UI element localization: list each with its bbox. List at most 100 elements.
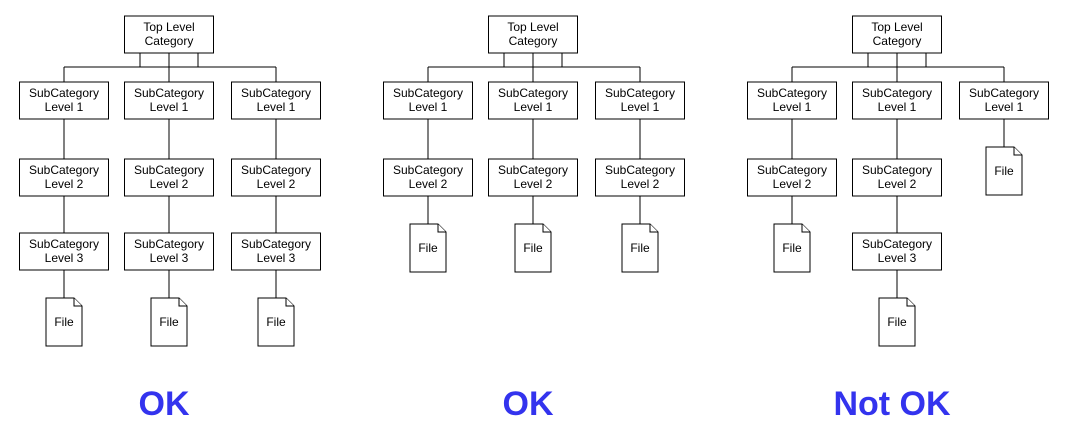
subcategory-level-1-box-label-line-1: SubCategory	[757, 86, 827, 100]
subcategory-level-2-box-label-line-2: Level 2	[150, 177, 189, 191]
subcategory-level-1-box-frame	[124, 81, 214, 120]
subcategory-level-2-box-label-line-1: SubCategory	[241, 163, 311, 177]
subcategory-level-1-box-frame	[852, 81, 942, 120]
subcategory-level-3-box-frame	[124, 232, 214, 271]
subcategory-level-3-box-label-line-1: SubCategory	[134, 237, 204, 251]
subcategory-level-2-box-frame	[383, 158, 473, 197]
subcategory-level-3-box-label-line-1: SubCategory	[862, 237, 932, 251]
file-fold-icon	[906, 298, 915, 307]
subcategory-level-1-box-label-line-1: SubCategory	[29, 86, 99, 100]
file-fold-icon	[437, 224, 446, 233]
subcategory-level-1-box-label-line-1: SubCategory	[498, 86, 568, 100]
file-icon	[45, 297, 83, 347]
subcategory-level-1-box-label-line-2: Level 1	[257, 100, 296, 114]
top-level-category-box-label-line-1: Top Level	[871, 20, 922, 34]
subcategory-level-2-box-frame	[747, 158, 837, 197]
file-icon	[150, 297, 188, 347]
file-label: File	[54, 315, 74, 329]
subcategory-level-2-box-label-line-1: SubCategory	[134, 163, 204, 177]
file-node: File	[150, 297, 188, 347]
subcategory-level-1-box-label-line-2: Level 1	[621, 100, 660, 114]
file-label: File	[159, 315, 179, 329]
file-node: File	[773, 223, 811, 273]
subcategory-level-1-box-label-line-1: SubCategory	[393, 86, 463, 100]
subcategory-level-3-box-label-line-2: Level 3	[257, 251, 296, 265]
top-level-category-box-label-line-1: Top Level	[507, 20, 558, 34]
top-level-category-box-label-line-1: Top Level	[143, 20, 194, 34]
file-fold-icon	[285, 298, 294, 307]
subcategory-level-1-box-label-line-2: Level 1	[878, 100, 917, 114]
subcategory-level-1-box-label-line-2: Level 1	[45, 100, 84, 114]
file-icon	[409, 223, 447, 273]
subcategory-level-1-box-frame	[383, 81, 473, 120]
top-level-category-box-frame	[488, 15, 578, 54]
subcategory-level-1-box-label-line-2: Level 1	[514, 100, 553, 114]
subcategory-level-2-box-label-line-1: SubCategory	[498, 163, 568, 177]
file-node: File	[45, 297, 83, 347]
verdict-label: Not OK	[833, 385, 951, 423]
subcategory-level-2-box-frame	[19, 158, 109, 197]
file-label: File	[887, 315, 907, 329]
subcategory-level-2-box-frame	[488, 158, 578, 197]
subcategory-level-2-box-frame	[231, 158, 321, 197]
file-icon	[985, 146, 1023, 196]
top-level-category-box-frame	[124, 15, 214, 54]
file-fold-icon	[1013, 147, 1022, 156]
subcategory-level-2-box-label-line-1: SubCategory	[757, 163, 827, 177]
subcategory-level-2-box-label-line-2: Level 2	[514, 177, 553, 191]
top-level-category-box-label-line-2: Category	[145, 34, 194, 48]
file-icon	[878, 297, 916, 347]
top-level-category-box-frame	[852, 15, 942, 54]
file-fold-icon	[649, 224, 658, 233]
file-label: File	[266, 315, 286, 329]
file-node: File	[985, 146, 1023, 196]
top-level-category-box-label-line-2: Category	[873, 34, 922, 48]
file-icon	[621, 223, 659, 273]
file-node: File	[257, 297, 295, 347]
subcategory-level-1-box-frame	[747, 81, 837, 120]
subcategory-level-1-box-label-line-2: Level 1	[150, 100, 189, 114]
file-node: File	[514, 223, 552, 273]
file-fold-icon	[801, 224, 810, 233]
subcategory-level-3-box-label-line-1: SubCategory	[29, 237, 99, 251]
file-label: File	[994, 164, 1014, 178]
file-label: File	[630, 241, 650, 255]
top-level-category-box-label-line-2: Category	[509, 34, 558, 48]
subcategory-level-1-box-label-line-1: SubCategory	[241, 86, 311, 100]
subcategory-level-1-box-label-line-1: SubCategory	[134, 86, 204, 100]
subcategory-level-2-box-frame	[595, 158, 685, 197]
subcategory-level-2-box-frame	[852, 158, 942, 197]
file-label: File	[782, 241, 802, 255]
file-node: File	[409, 223, 447, 273]
subcategory-level-1-box-frame	[595, 81, 685, 120]
subcategory-level-2-box-label-line-2: Level 2	[409, 177, 448, 191]
subcategory-level-3-box-label-line-2: Level 3	[150, 251, 189, 265]
subcategory-level-3-box-label-line-2: Level 3	[878, 251, 917, 265]
subcategory-level-1-box-label-line-2: Level 1	[773, 100, 812, 114]
subcategory-level-3-box-frame	[19, 232, 109, 271]
